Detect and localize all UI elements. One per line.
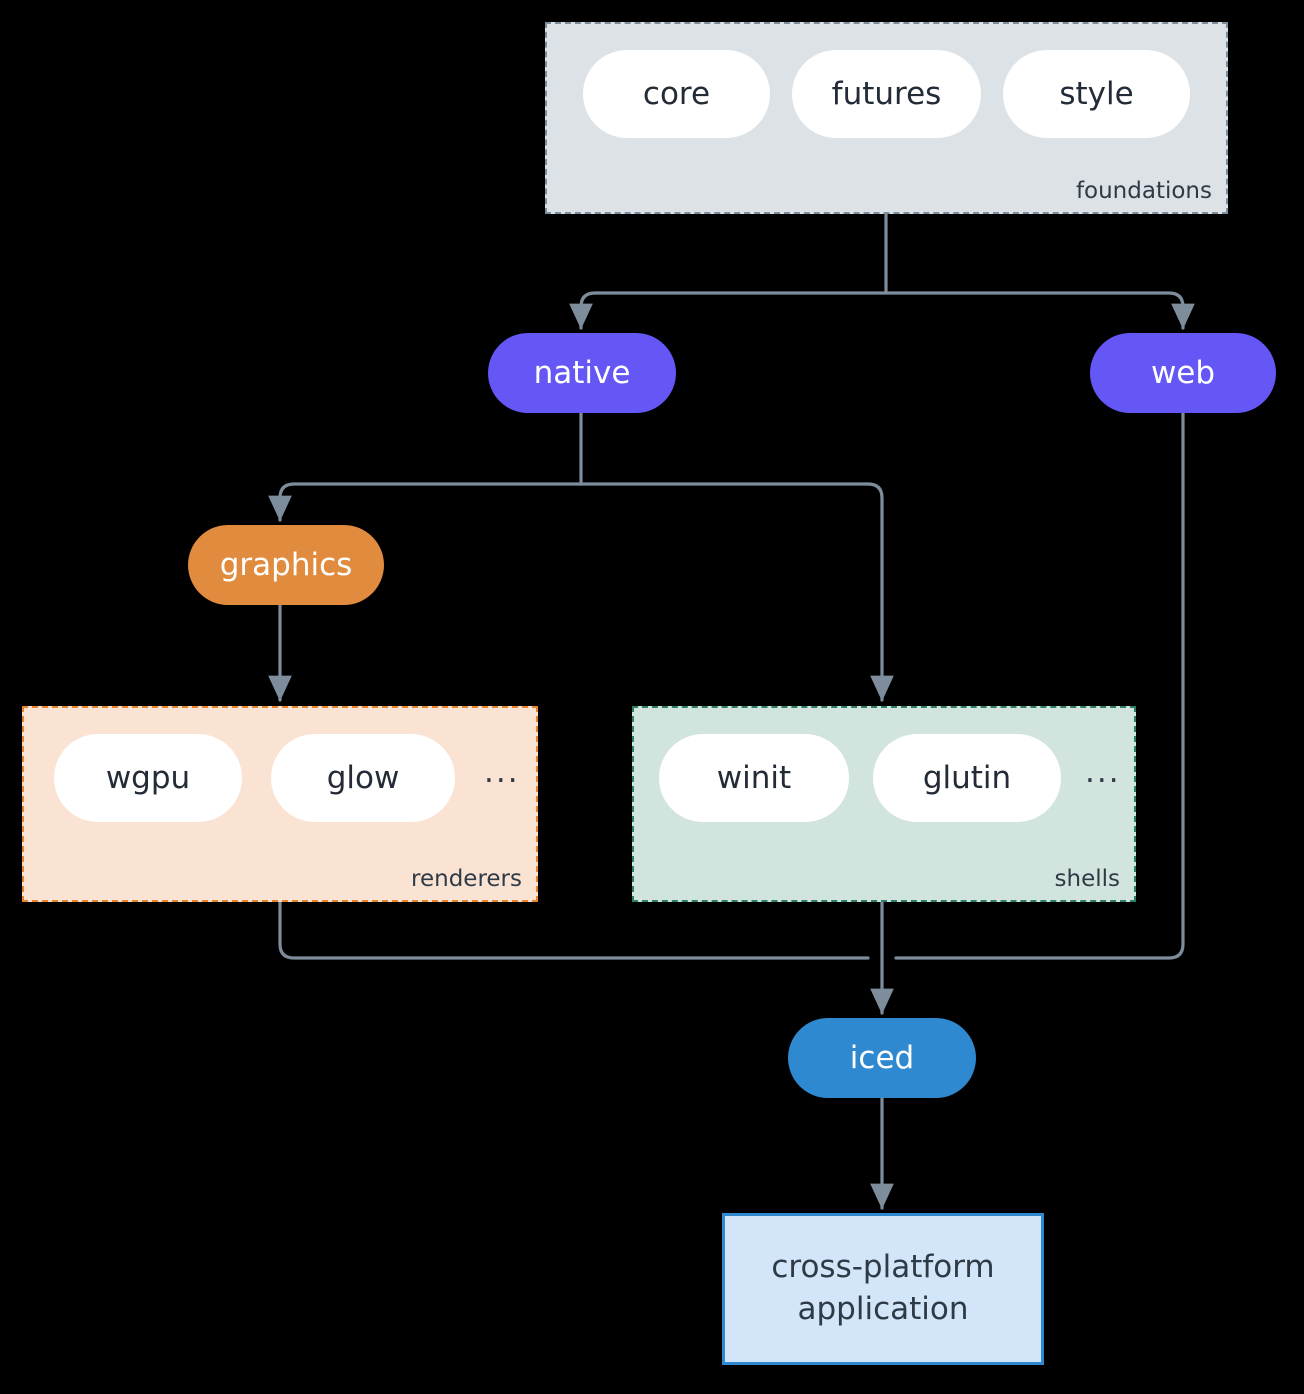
- node-native[interactable]: native: [488, 333, 676, 413]
- renderers-member-row: wgpu glow ...: [24, 734, 536, 822]
- group-label-foundations: foundations: [1075, 178, 1212, 204]
- foundations-member-row: core futures style: [547, 50, 1226, 138]
- node-iced[interactable]: iced: [788, 1018, 976, 1098]
- member-pill-futures[interactable]: futures: [792, 50, 981, 138]
- edge-foundations-web: [884, 291, 1195, 330]
- edge-renderers-iced: [278, 900, 870, 960]
- application-label-line1: cross-platform: [771, 1249, 995, 1286]
- node-cross-platform-application[interactable]: cross-platform application: [722, 1213, 1044, 1365]
- member-pill-winit[interactable]: winit: [659, 734, 849, 822]
- member-pill-glutin[interactable]: glutin: [873, 734, 1061, 822]
- node-web[interactable]: web: [1090, 333, 1276, 413]
- renderers-ellipsis: ...: [484, 753, 520, 790]
- node-graphics[interactable]: graphics: [188, 525, 384, 605]
- shells-member-row: winit glutin ...: [634, 734, 1134, 822]
- member-pill-style[interactable]: style: [1003, 50, 1190, 138]
- group-renderers: wgpu glow ... renderers: [22, 706, 538, 902]
- group-label-shells: shells: [1054, 866, 1120, 892]
- edge-native-graphics: [268, 482, 583, 522]
- shells-ellipsis: ...: [1085, 753, 1121, 790]
- application-label-line2: application: [797, 1291, 969, 1327]
- group-foundations: core futures style foundations: [545, 22, 1228, 214]
- group-shells: winit glutin ... shells: [632, 706, 1136, 902]
- member-pill-wgpu[interactable]: wgpu: [54, 734, 242, 822]
- edge-native-shells: [579, 482, 894, 702]
- group-label-renderers: renderers: [411, 866, 522, 892]
- edge-foundations-native: [569, 291, 888, 330]
- member-pill-core[interactable]: core: [583, 50, 770, 138]
- member-pill-glow[interactable]: glow: [271, 734, 455, 822]
